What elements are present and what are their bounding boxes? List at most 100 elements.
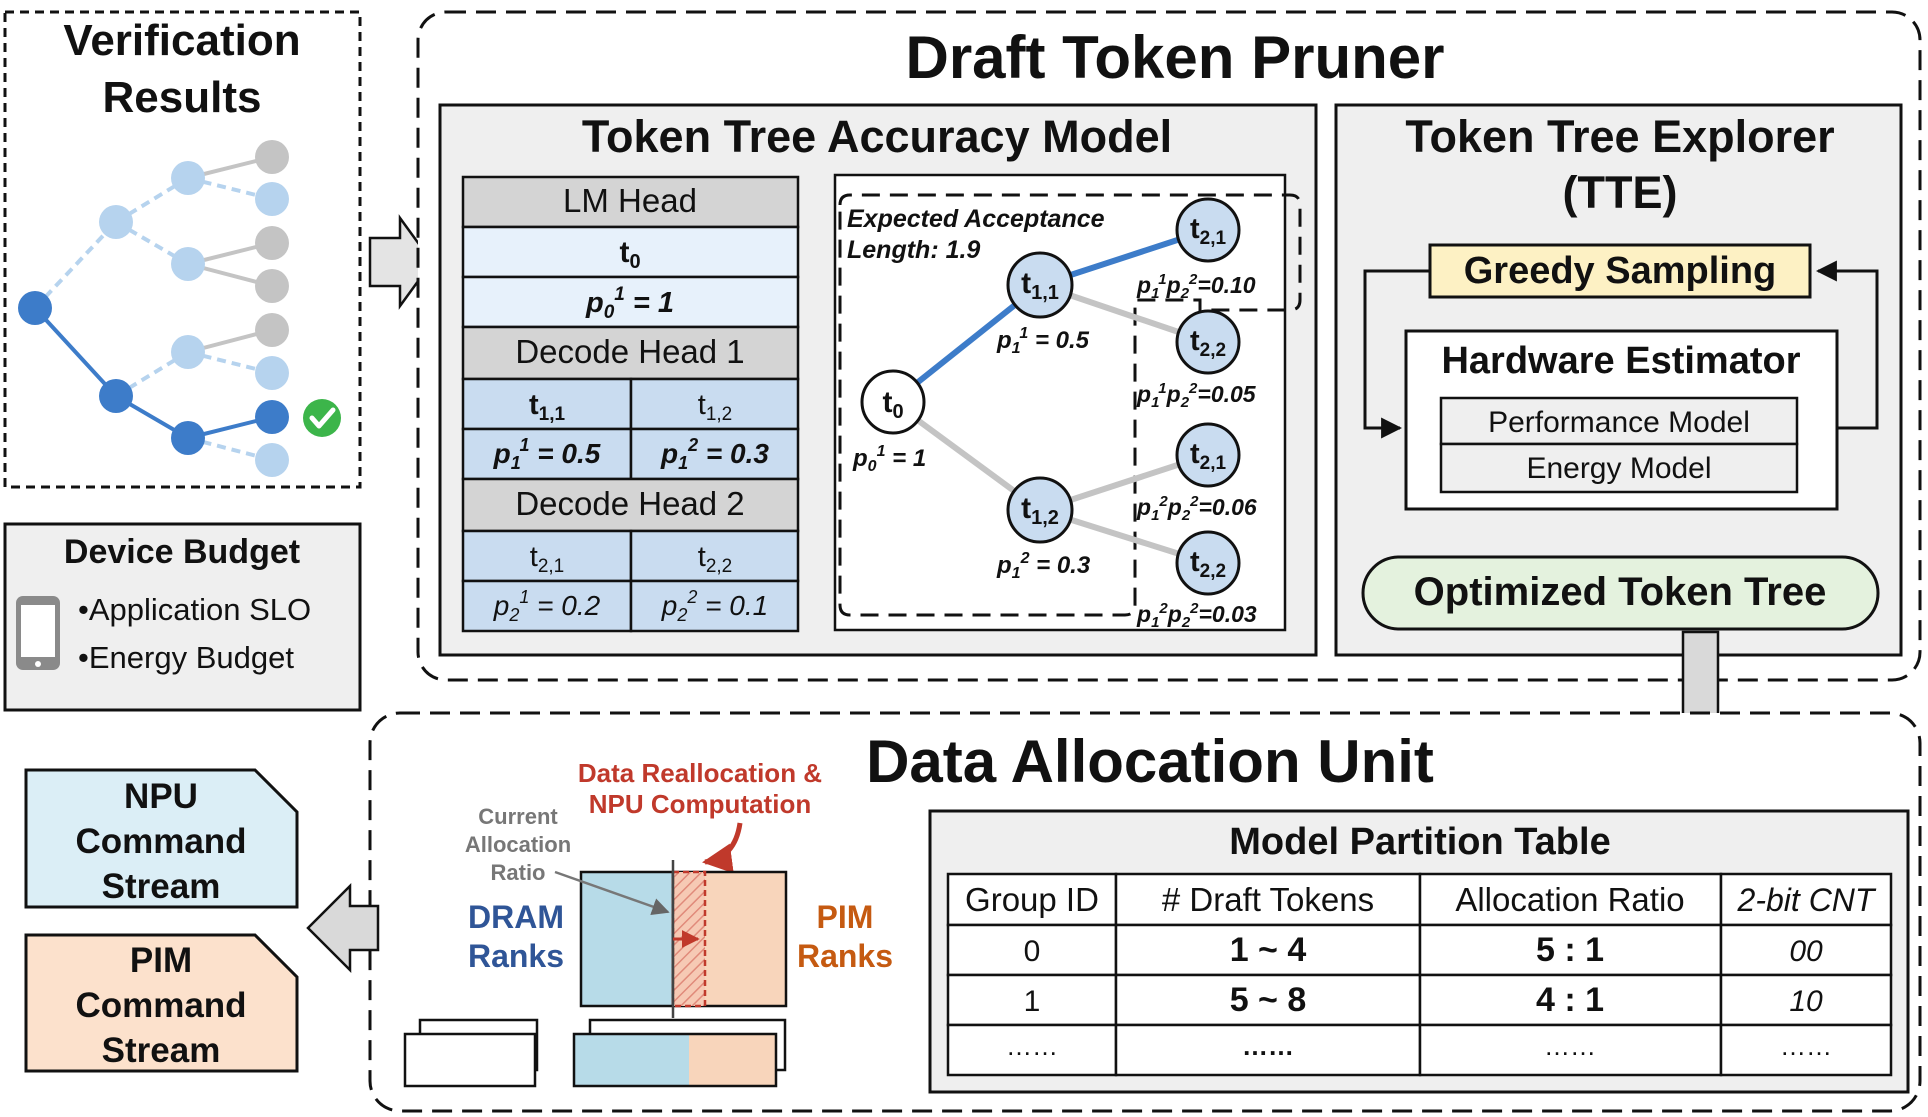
svg-text:PIM: PIM [130,941,192,980]
block-arrow-to-streams [306,882,380,974]
verification-title-line2: Results [103,73,262,122]
heads-table: LM Head t0 p01 = 1 Decode Head 1 t1,1 t1… [461,175,800,633]
dh2-prob-2: p22 = 0.1 [661,587,768,625]
svg-text:t2,1: t2,1 [1190,213,1227,249]
tree-label-t11: p11 = 0.5 [996,325,1090,357]
current-ratio-line3: Ratio [491,860,546,885]
dh1-token-2: t1,2 [698,389,732,425]
tree-leaf-2: t2,2 [1175,309,1241,375]
budget-item-energy: •Energy Budget [78,640,294,675]
svg-text:t2,1: t2,1 [1190,438,1227,474]
hardware-estimator-title: Hardware Estimator [1441,340,1800,382]
dh2-token-1: t2,1 [530,541,564,577]
svg-text:10: 10 [1789,985,1823,1018]
memory-allocation-block [554,860,788,1018]
svg-text:t2,2: t2,2 [1190,325,1226,361]
tree-node-t0: t0 [860,369,926,435]
table-row: …… …… …… …… [946,1023,1893,1077]
svg-text:t1,2: t1,2 [1021,492,1059,529]
pim-label-line2: Ranks [797,938,893,974]
phone-icon [16,596,60,670]
svg-text:1: 1 [1024,985,1041,1018]
svg-text:NPU: NPU [124,777,198,816]
lm-head-label: LM Head [563,182,697,219]
col-header-allocation-ratio: Allocation Ratio [1455,881,1684,918]
tree-node-t12: t1,2 [1006,476,1074,544]
dau-title: Data Allocation Unit [866,728,1434,795]
pim-memory-pages [572,1018,787,1088]
model-partition-table: Model Partition Table Group ID # Draft T… [928,809,1910,1094]
svg-text:Stream: Stream [102,1031,221,1070]
budget-item-slo: •Application SLO [78,592,311,627]
check-icon [303,399,341,437]
svg-text:t2,2: t2,2 [1190,546,1226,582]
svg-text:t0: t0 [882,386,903,423]
svg-text:00: 00 [1789,935,1823,968]
realloc-label-line1: Data Reallocation & [578,758,822,788]
realloc-label-line2: NPU Computation [589,789,811,819]
greedy-sampling-box: Greedy Sampling [1464,250,1777,292]
dh2-token-2: t2,2 [698,541,732,577]
tree-leaf-3: t2,1 [1175,422,1241,488]
col-header-2bit-cnt: 2-bit CNT [1737,882,1877,918]
tree-leaf-4: t2,2 [1175,530,1241,596]
col-header-draft-tokens: # Draft Tokens [1162,881,1374,918]
decode-head-1-label: Decode Head 1 [515,333,744,370]
decode-head-2-label: Decode Head 2 [515,485,744,522]
svg-text:……: …… [1544,1031,1596,1061]
svg-text:Command: Command [75,822,246,861]
pruner-title: Draft Token Pruner [906,24,1445,91]
performance-model-box: Performance Model [1488,406,1750,439]
tree-label-t12: p12 = 0.3 [996,550,1091,582]
col-header-group-id: Group ID [965,881,1099,918]
svg-text:……: …… [1006,1031,1058,1061]
dh1-token-1: t1,1 [529,389,566,425]
dram-label-line1: DRAM [468,899,564,935]
svg-text:0: 0 [1024,935,1041,968]
svg-text:1 ~ 4: 1 ~ 4 [1230,931,1307,969]
loop-arrow-right [1815,260,1879,430]
current-ratio-line1: Current [478,804,558,829]
pim-label-line1: PIM [817,899,874,935]
tree-label-t0: p01 = 1 [852,443,926,475]
optimized-token-tree-box: Optimized Token Tree [1414,570,1827,614]
svg-text:Stream: Stream [102,867,221,906]
table-row: 1 5 ~ 8 4 : 1 10 [946,973,1893,1027]
realloc-arrow [702,822,743,874]
explorer-title-line2: (TTE) [1563,167,1678,218]
block-arrow-to-pruner [368,214,434,310]
svg-text:5 ~ 8: 5 ~ 8 [1230,981,1307,1019]
svg-text:Command: Command [75,986,246,1025]
explorer-title-line1: Token Tree Explorer [1405,111,1834,162]
budget-title: Device Budget [64,533,300,571]
svg-text:t1,1: t1,1 [1021,267,1059,304]
device-budget-panel: Device Budget •Application SLO •Energy B… [3,522,362,712]
pim-command-stream: PIM Command Stream [24,933,299,1073]
lm-head-prob: p01 = 1 [585,284,674,323]
table-row: 0 1 ~ 4 5 : 1 00 [946,923,1893,977]
lm-head-token: t0 [619,236,640,273]
dh1-prob-2: p12 = 0.3 [660,435,769,473]
npu-memory-pages [403,1018,539,1088]
expected-acceptance-line1: Expected Acceptance [847,205,1105,233]
svg-text:……: …… [1780,1031,1832,1061]
accuracy-model-panel: Token Tree Accuracy Model LM Head t0 p01… [438,103,1318,657]
tree-leaf-1: t2,1 [1175,197,1241,263]
npu-command-stream: NPU Command Stream [24,768,299,909]
dh1-prob-1: p11 = 0.5 [493,435,601,473]
expected-acceptance-line2: Length: 1.9 [847,236,980,264]
svg-text:5 : 1: 5 : 1 [1536,931,1604,969]
verification-title-line1: Verification [63,16,300,65]
verification-results-panel: Verification Results [3,10,362,489]
loop-arrow-left [1363,269,1430,439]
energy-model-box: Energy Model [1526,452,1711,485]
current-ratio-line2: Allocation [465,832,571,857]
accuracy-model-title: Token Tree Accuracy Model [582,111,1172,162]
verification-tree [18,140,289,477]
dram-label-line2: Ranks [468,938,564,974]
token-tree-explorer-panel: Token Tree Explorer (TTE) Greedy Samplin… [1334,103,1903,657]
svg-text:……: …… [1242,1031,1294,1061]
svg-text:4 : 1: 4 : 1 [1536,981,1604,1019]
partition-table-title: Model Partition Table [1229,821,1610,863]
